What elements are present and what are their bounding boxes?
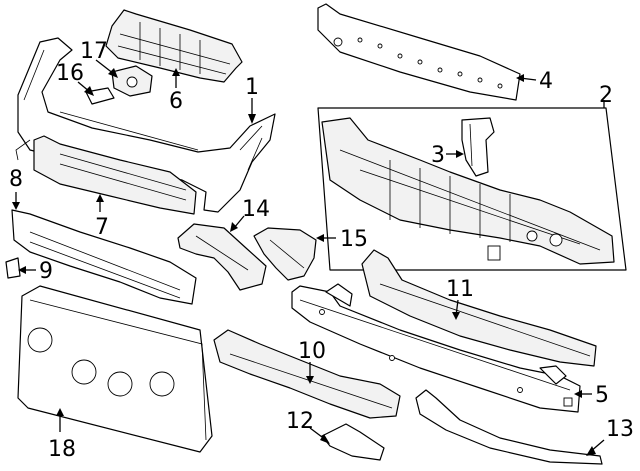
part-18-license-plate-bracket bbox=[17, 285, 213, 453]
part-8-lower-valance bbox=[11, 209, 197, 305]
callout-12: 12 bbox=[286, 409, 314, 434]
part-16-clip bbox=[85, 87, 115, 105]
part-7-lower-grille bbox=[33, 135, 197, 215]
callout-4: 4 bbox=[539, 69, 553, 94]
part-17-sensor-bracket bbox=[111, 65, 153, 97]
callout-15: 15 bbox=[340, 227, 368, 252]
part-3-bracket bbox=[461, 117, 495, 177]
callout-5: 5 bbox=[595, 383, 609, 408]
part-12-bracket bbox=[321, 423, 385, 461]
callout-3: 3 bbox=[431, 143, 445, 168]
callout-6: 6 bbox=[169, 89, 183, 114]
callout-13: 13 bbox=[606, 417, 634, 442]
callout-16: 16 bbox=[56, 61, 84, 86]
part-4-reinforcement bbox=[317, 3, 521, 101]
part-6-grille-bracket bbox=[105, 9, 243, 83]
leader-lines bbox=[12, 59, 605, 456]
part-15-side-bracket bbox=[253, 227, 317, 281]
callout-11: 11 bbox=[446, 277, 474, 302]
part-5-impact-bar bbox=[291, 283, 581, 413]
callout-14: 14 bbox=[242, 197, 270, 222]
callout-8: 8 bbox=[9, 167, 23, 192]
callout-2: 2 bbox=[599, 83, 613, 108]
callout-7: 7 bbox=[95, 215, 109, 240]
part-11-lower-absorber bbox=[361, 249, 597, 367]
callout-1: 1 bbox=[245, 75, 259, 100]
callout-18: 18 bbox=[48, 437, 76, 462]
part-2-absorber-box bbox=[317, 107, 627, 271]
callout-9: 9 bbox=[39, 259, 53, 284]
part-14-side-bracket bbox=[177, 223, 267, 291]
callout-10: 10 bbox=[298, 339, 326, 364]
callout-17: 17 bbox=[80, 39, 108, 64]
part-9-clip bbox=[5, 257, 21, 279]
part-13-lower-lip bbox=[415, 389, 603, 465]
